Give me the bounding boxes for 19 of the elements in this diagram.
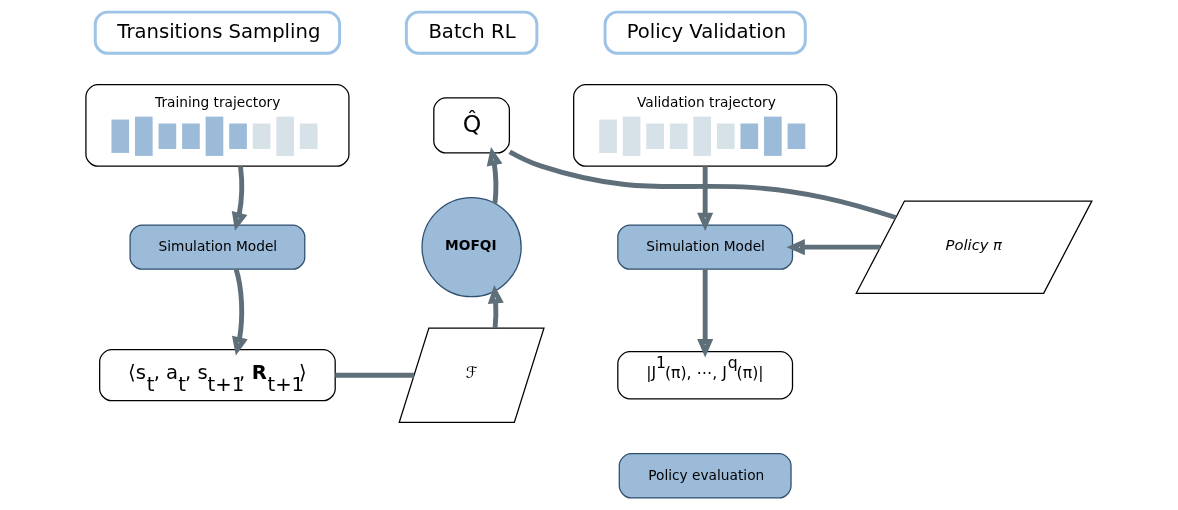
node-box: Transitions Sampling	[93, 10, 342, 55]
arrow	[231, 268, 248, 356]
connector	[335, 372, 414, 378]
node-box: Policy evaluation	[618, 453, 792, 499]
node-box: Policy Validation	[603, 10, 807, 55]
connector	[508, 149, 897, 220]
arrow	[697, 269, 714, 358]
node-box: Q̂	[433, 97, 510, 154]
arrow	[486, 147, 503, 204]
arrow	[697, 166, 714, 232]
node-box: Simulation Model	[617, 224, 794, 270]
arrow	[487, 285, 504, 329]
node-box: Training trajectory	[85, 84, 350, 167]
node-circle: MOFQI	[421, 196, 522, 298]
node-box: Simulation Model	[129, 224, 306, 270]
arrow	[786, 239, 881, 256]
node-box: Validation trajectory	[573, 84, 838, 167]
node-box: Batch RL	[404, 10, 539, 55]
arrow	[231, 166, 248, 231]
